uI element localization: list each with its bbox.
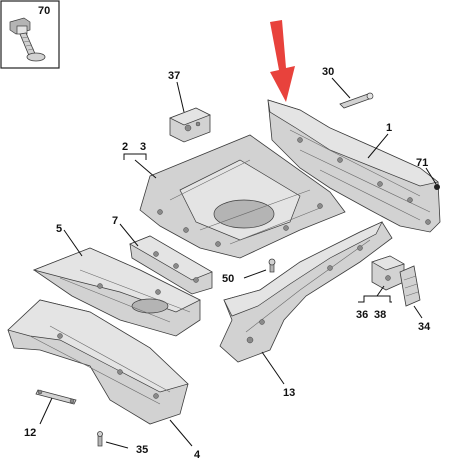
callout-4: 4: [194, 449, 201, 461]
part-13-side-member[interactable]: [219, 221, 393, 363]
part-1-rear-panel[interactable]: [267, 99, 441, 233]
callout-71: 71: [416, 157, 428, 169]
part-30-pin[interactable]: [339, 92, 374, 109]
part-2-3-rear-floor[interactable]: [139, 134, 346, 259]
callout-3: 3: [140, 141, 146, 153]
callout-36: 36: [356, 309, 368, 321]
callout-30: 30: [322, 66, 334, 78]
part-5-floor-section[interactable]: [32, 247, 201, 337]
part-36-38-bracket[interactable]: [371, 255, 405, 291]
part-34-plate[interactable]: [399, 265, 421, 307]
callout-38: 38: [374, 309, 386, 321]
callout-35: 35: [136, 444, 148, 456]
part-12-strap[interactable]: [35, 389, 77, 405]
inset-box-70: [0, 0, 60, 69]
callout-5: 5: [56, 223, 62, 235]
callout-2: 2: [122, 141, 128, 153]
callout-37: 37: [168, 70, 180, 82]
callout-12: 12: [24, 427, 36, 439]
part-50-stud[interactable]: [268, 258, 276, 273]
highlight-arrow: [270, 20, 295, 102]
callout-34: 34: [418, 321, 431, 333]
part-4-front-floor[interactable]: [7, 299, 189, 425]
bolt-70-illustration[interactable]: [9, 17, 46, 62]
part-37-bracket[interactable]: [169, 107, 211, 143]
callout-70: 70: [38, 5, 50, 17]
part-7-bracket[interactable]: [129, 235, 213, 295]
part-71-fastener[interactable]: [434, 184, 440, 190]
callout-13: 13: [283, 387, 295, 399]
callout-1: 1: [386, 122, 392, 134]
callout-7: 7: [112, 215, 118, 227]
part-35-clip[interactable]: [97, 431, 103, 447]
callout-50: 50: [222, 273, 234, 285]
